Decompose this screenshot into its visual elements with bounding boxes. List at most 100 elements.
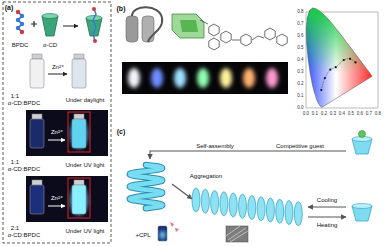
benzene-ring <box>209 24 219 36</box>
ratio-label: α-CD:BPDC <box>8 232 40 238</box>
condition-label: Under daylight <box>66 97 105 103</box>
axis-tick: 0.3 <box>297 70 303 75</box>
cie-trace <box>321 59 355 90</box>
reagent-label: Zn²⁺ <box>51 129 63 135</box>
axis-tick: 0.0 <box>297 106 303 111</box>
helix-outline <box>130 165 162 208</box>
ratio-label: 1:1 <box>11 159 19 165</box>
process-label: Aggregation <box>190 173 222 179</box>
arrow-line <box>308 206 346 207</box>
sample-glow <box>160 231 166 239</box>
green-host-inner <box>180 20 198 32</box>
bpdc-atom <box>16 18 20 22</box>
cie-point <box>324 77 326 79</box>
bpdc-atom <box>16 10 20 14</box>
axis-tick: 0.8 <box>297 10 303 15</box>
cie-point <box>335 66 337 68</box>
axis-tick: 0.7 <box>297 22 303 27</box>
highlight-box <box>68 178 90 218</box>
microscopy-image <box>226 226 248 242</box>
axis-tick: 0.0 <box>303 111 309 116</box>
cie-point <box>329 69 331 71</box>
emission-spot <box>220 68 232 88</box>
sample-vial <box>158 226 167 241</box>
stacked-ring <box>220 192 228 216</box>
bpdc-atom <box>20 22 24 26</box>
cie-gamut <box>306 8 372 107</box>
complex-guest <box>93 9 96 41</box>
emission-spot <box>197 68 209 88</box>
axis-tick: 0.5 <box>297 46 303 51</box>
arrow-line <box>308 216 346 217</box>
condition-label: Under UV light <box>65 162 104 168</box>
vial-glow <box>70 119 88 149</box>
green-host <box>172 14 204 38</box>
axis-tick: 0.1 <box>312 111 318 116</box>
complex-end <box>92 7 96 11</box>
vial-body <box>30 119 44 148</box>
axis-tick: 0.3 <box>330 111 336 116</box>
arrow-line <box>150 151 346 159</box>
vial-cap <box>74 114 84 119</box>
rope-loop <box>132 7 162 42</box>
process-label: Competitive guest <box>276 143 324 149</box>
vial-body <box>72 185 86 214</box>
complex-end <box>93 39 97 43</box>
cie-gamut <box>306 8 372 107</box>
highlight-box <box>68 112 90 152</box>
arrow-line <box>48 140 65 141</box>
axis-tick: 0.2 <box>297 82 303 87</box>
ratio-label: 1:1 <box>11 93 19 99</box>
arrow-line <box>63 26 78 27</box>
vial-cap <box>32 114 42 119</box>
stacked-ring <box>201 189 209 213</box>
benzene-ring <box>241 34 251 46</box>
vial-cap <box>32 54 42 59</box>
process-label: Self-assembly <box>196 143 234 149</box>
vial-body <box>72 59 86 88</box>
benzene-ring <box>265 28 275 40</box>
benzene-ring <box>221 31 231 43</box>
axis-tick: 0.5 <box>348 111 354 116</box>
stacked-ring <box>229 193 237 217</box>
axis-tick: 0.8 <box>375 111 381 116</box>
arrow-line <box>48 206 65 207</box>
stacked-ring <box>285 201 293 225</box>
helix-ribbon <box>130 165 162 208</box>
axis-tick: 0.2 <box>321 111 327 116</box>
cie-point <box>343 59 345 61</box>
panel-letter: (b) <box>117 5 126 12</box>
panel-letter: (c) <box>117 128 126 135</box>
process-label: Cooling <box>317 197 337 203</box>
benzene-ring <box>277 34 287 46</box>
bpdc-atom <box>16 26 20 30</box>
panel-b <box>122 7 378 108</box>
emission-spot <box>151 68 163 88</box>
stacked-ring <box>211 191 219 215</box>
vial-cap <box>74 54 84 59</box>
benzene-ring <box>209 38 219 50</box>
vial-body <box>30 185 44 214</box>
ratio-label: α-CD:BPDC <box>8 100 40 106</box>
cup-rim <box>352 204 372 209</box>
axis-tick: 0.6 <box>297 34 303 39</box>
cie-point <box>320 89 322 91</box>
cie-point <box>354 61 356 63</box>
condition-label: Under UV light <box>65 228 104 234</box>
vial-body <box>30 59 44 88</box>
alpha-cd-rim <box>42 14 58 19</box>
dark-photo <box>26 176 108 222</box>
stacked-ring <box>239 194 247 218</box>
chemical-bond <box>200 20 208 24</box>
stacked-ring <box>257 197 265 221</box>
host-cylinder <box>142 16 154 42</box>
axis-tick: 0.6 <box>357 111 363 116</box>
guest-molecule <box>359 131 366 138</box>
fiber-texture <box>226 226 248 242</box>
vial-cap <box>32 180 42 185</box>
stacked-ring <box>192 188 200 212</box>
reagent-label: Zn²⁺ <box>51 195 63 201</box>
stacked-ring <box>266 198 274 222</box>
